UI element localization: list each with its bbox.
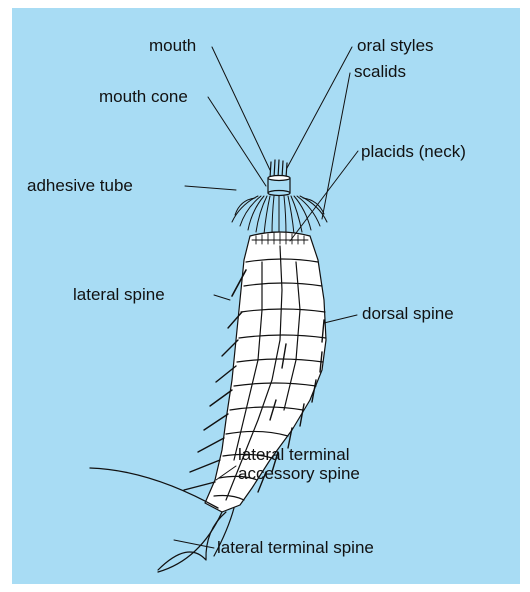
label-lateral-terminal-spine: lateral terminal spine xyxy=(217,538,374,558)
scalids xyxy=(232,196,327,235)
label-mouth: mouth xyxy=(149,36,196,56)
mouth-cone xyxy=(268,176,290,196)
label-lateral-terminal-accessory-line1: lateral terminal xyxy=(238,445,350,465)
label-mouth-cone: mouth cone xyxy=(99,87,188,107)
label-adhesive-tube: adhesive tube xyxy=(27,176,133,196)
terminal-spines xyxy=(90,468,234,572)
label-oral-styles: oral styles xyxy=(357,36,434,56)
label-lateral-spine: lateral spine xyxy=(73,285,165,305)
label-placids: placids (neck) xyxy=(361,142,466,162)
label-dorsal-spine: dorsal spine xyxy=(362,304,454,324)
label-scalids: scalids xyxy=(354,62,406,82)
label-lateral-terminal-accessory-line2: accessory spine xyxy=(238,464,360,484)
